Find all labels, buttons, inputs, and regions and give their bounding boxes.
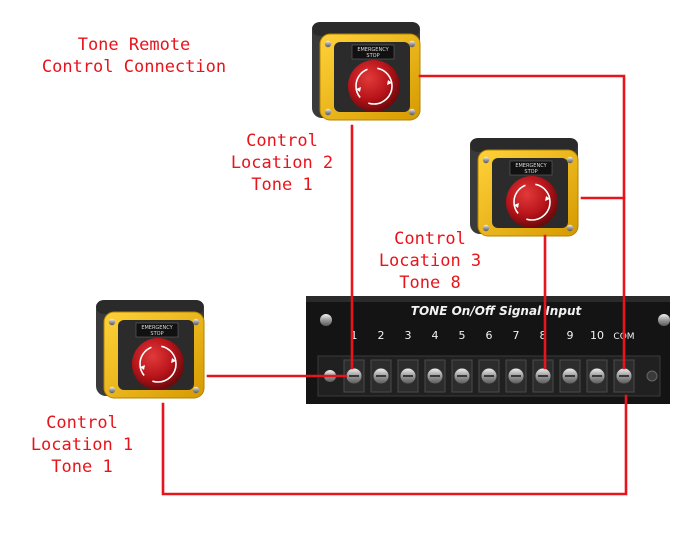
terminal-number-1: 1	[351, 329, 358, 342]
terminal-number-10: 10	[590, 329, 604, 342]
terminal-block-header: TONE On/Off Signal Input	[411, 304, 583, 318]
location-2-line-1: Control	[246, 131, 318, 151]
title-line-2: Control Connection	[41, 57, 227, 77]
location-3-line-3: Tone 8	[399, 273, 461, 293]
terminal-number-6: 6	[486, 329, 493, 342]
end-screw-icon	[646, 370, 658, 382]
terminal-number-8: 8	[540, 329, 547, 342]
title-line-1: Tone Remote	[77, 35, 191, 55]
emergency-stop-switch-location-3	[469, 137, 579, 237]
terminal-number-7: 7	[513, 329, 520, 342]
location-1-line-3: Tone 1	[51, 457, 113, 477]
emergency-stop-switch-location-2	[311, 21, 421, 121]
terminal-number-3: 3	[405, 329, 412, 342]
terminal-number-2: 2	[378, 329, 385, 342]
location-3-label: Control Location 3 Tone 8	[372, 228, 488, 294]
wire-location-1-to-com	[161, 394, 628, 496]
location-1-line-1: Control	[46, 413, 118, 433]
diagram-title: Tone Remote Control Connection	[36, 34, 232, 78]
mount-screw-icon	[320, 314, 332, 326]
location-2-line-3: Tone 1	[251, 175, 313, 195]
location-3-line-2: Location 3	[378, 251, 482, 271]
location-1-line-2: Location 1	[30, 435, 134, 455]
wire-location-2-to-com	[418, 74, 626, 370]
terminal-number-9: 9	[567, 329, 574, 342]
location-2-line-2: Location 2	[230, 153, 334, 173]
wiring	[161, 74, 628, 496]
terminal-number-5: 5	[459, 329, 466, 342]
location-1-label: Control Location 1 Tone 1	[24, 412, 140, 478]
location-2-label: Control Location 2 Tone 1	[224, 130, 340, 196]
location-3-line-1: Control	[394, 229, 466, 249]
mount-screw-icon	[658, 314, 670, 326]
emergency-stop-switch-location-1	[95, 299, 205, 399]
terminal-number-4: 4	[432, 329, 439, 342]
